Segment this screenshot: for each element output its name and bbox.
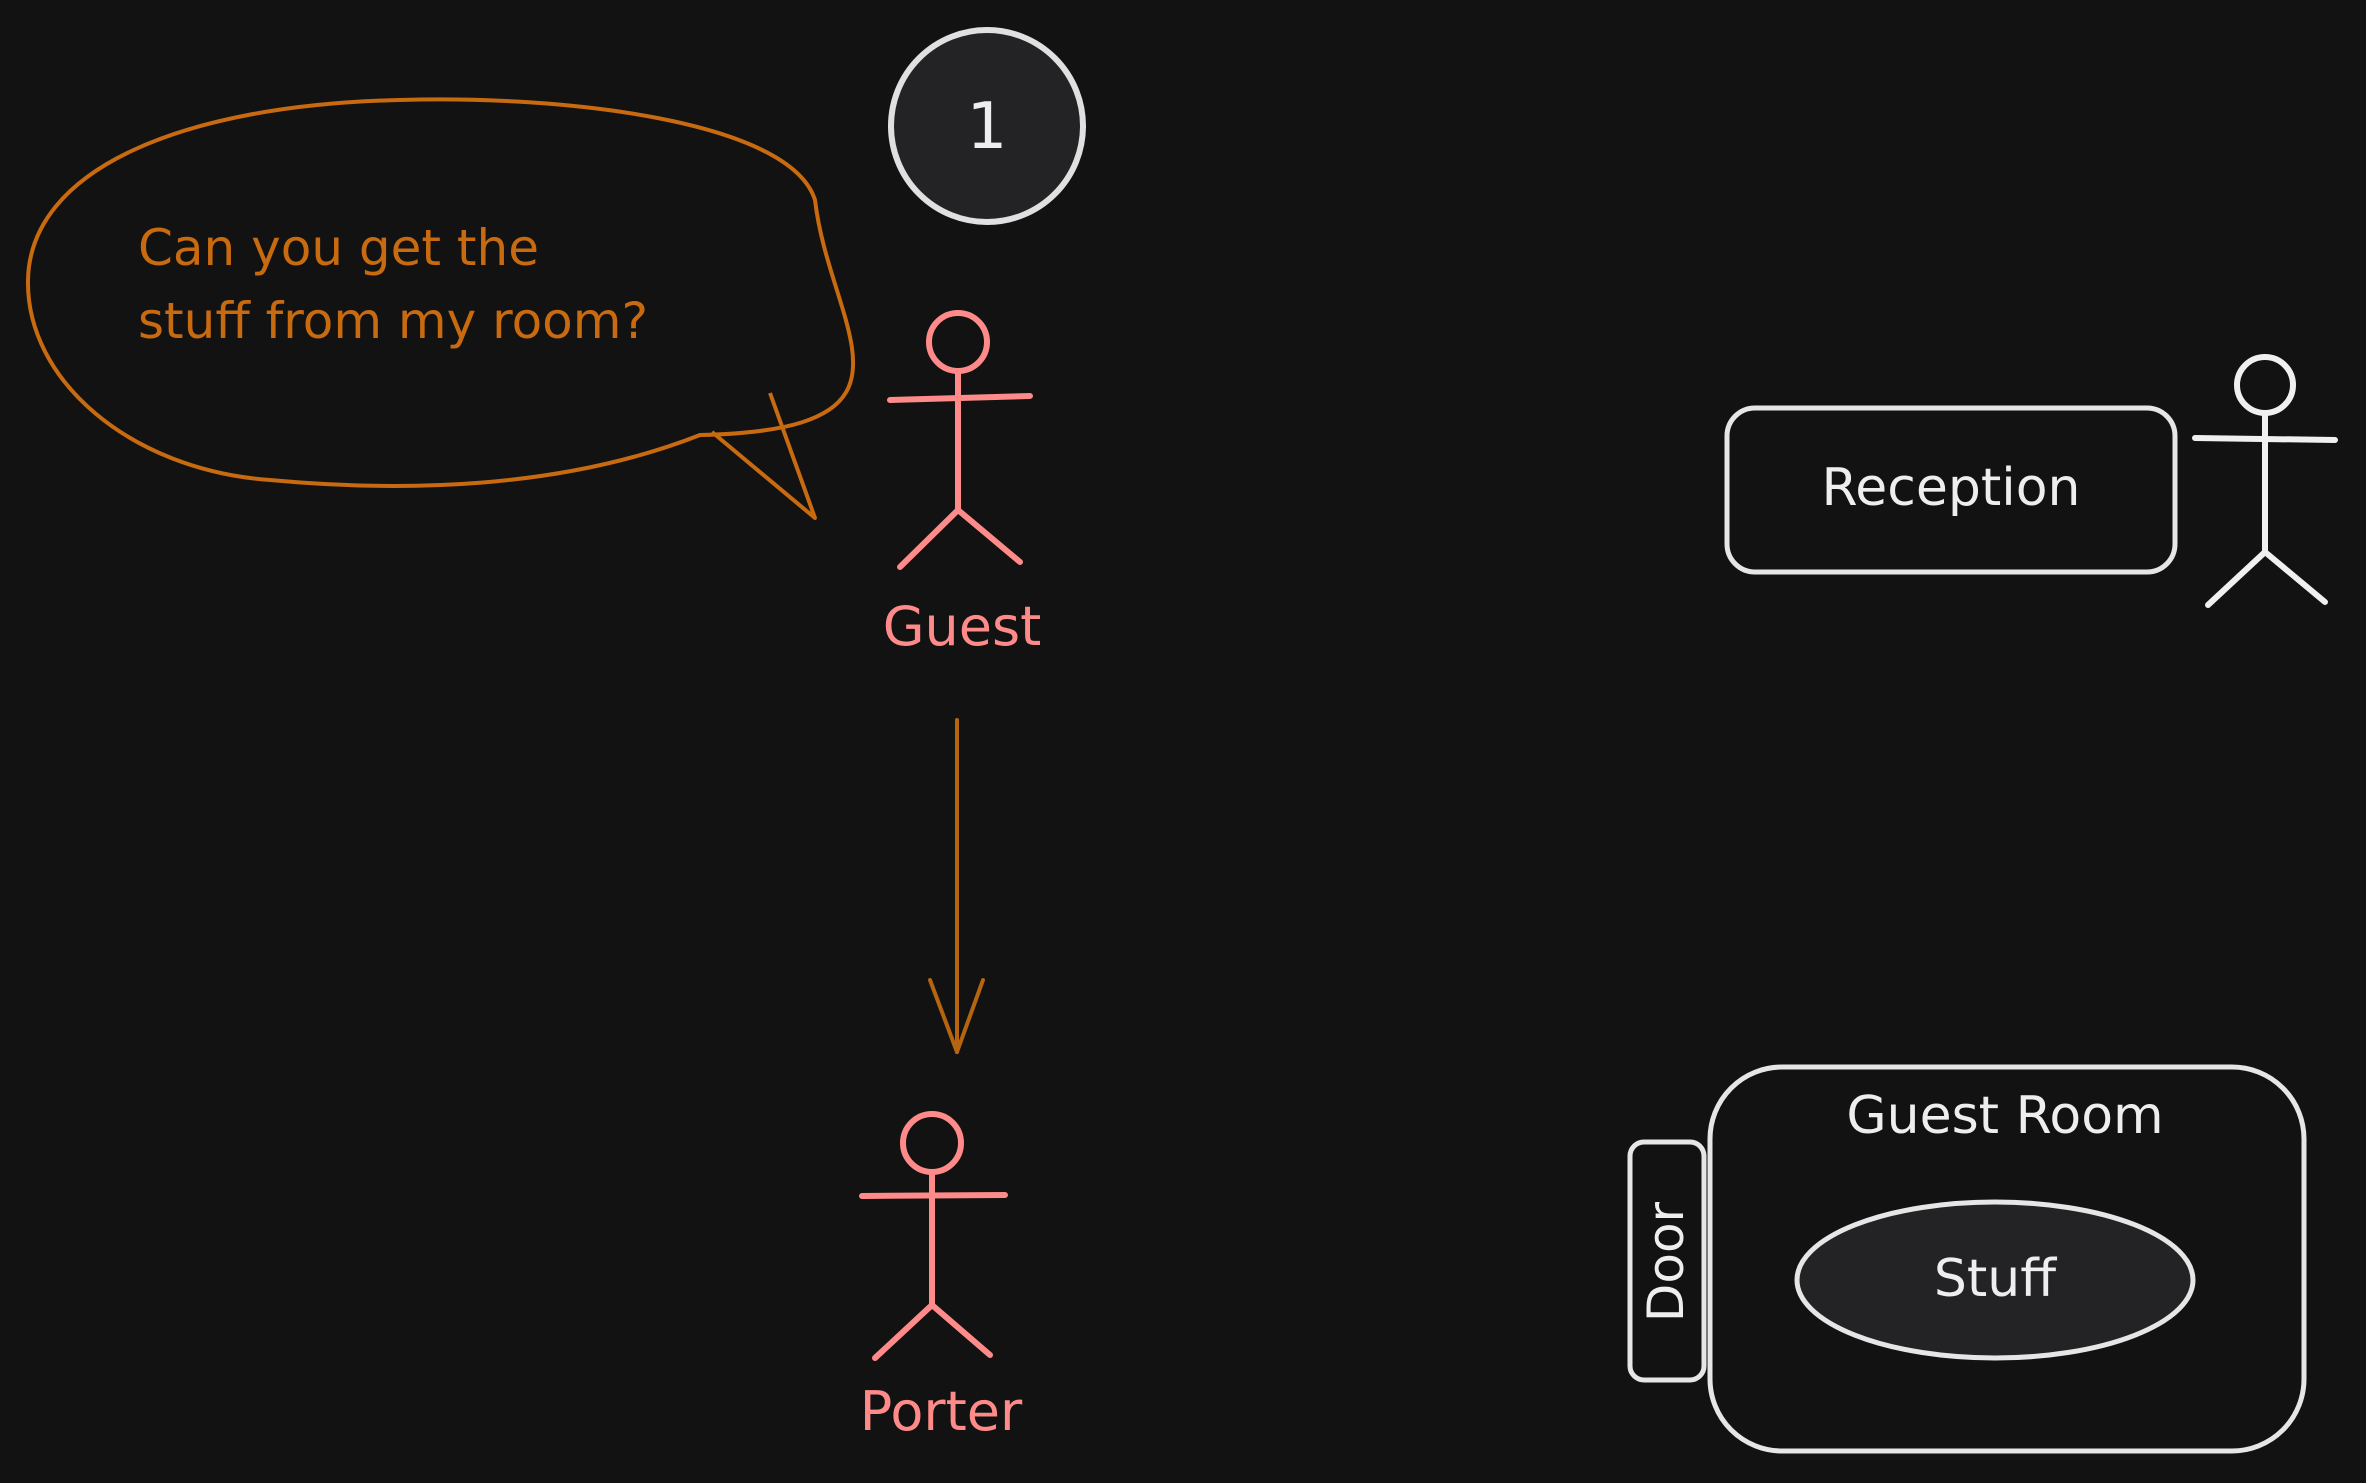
door-label: Door [1637,1201,1695,1322]
stuff-label: Stuff [1934,1249,2057,1309]
speech-line-1: Can you get the [138,219,539,277]
guest-figure-icon [887,310,1033,570]
receptionist-figure-icon [2192,354,2338,608]
guest-room: Guest Room Door Stuff [1627,1064,2307,1454]
step-badge-circle [888,27,1086,225]
step-badge: 1 [888,27,1086,225]
guest-room-label: Guest Room [1846,1086,2163,1146]
step-badge-label: 1 [967,90,1008,164]
stuff-ellipse [1794,1199,2196,1361]
guest-room-box [1707,1064,2307,1454]
reception-box [1724,405,2178,575]
speech-bubble-tail [710,392,817,520]
speech-line-2: stuff from my room? [138,292,648,350]
porter-label: Porter [860,1380,1023,1443]
door-box [1627,1139,1707,1383]
guest-label: Guest [883,595,1042,658]
reception-desk: Reception [1724,405,2178,575]
speech-bubble: Can you get the stuff from my room? [25,97,856,520]
speech-bubble-outline [25,97,856,488]
guest-to-porter-arrow [928,718,985,1054]
porter-figure-icon [859,1111,1008,1361]
reception-label: Reception [1822,458,2081,518]
